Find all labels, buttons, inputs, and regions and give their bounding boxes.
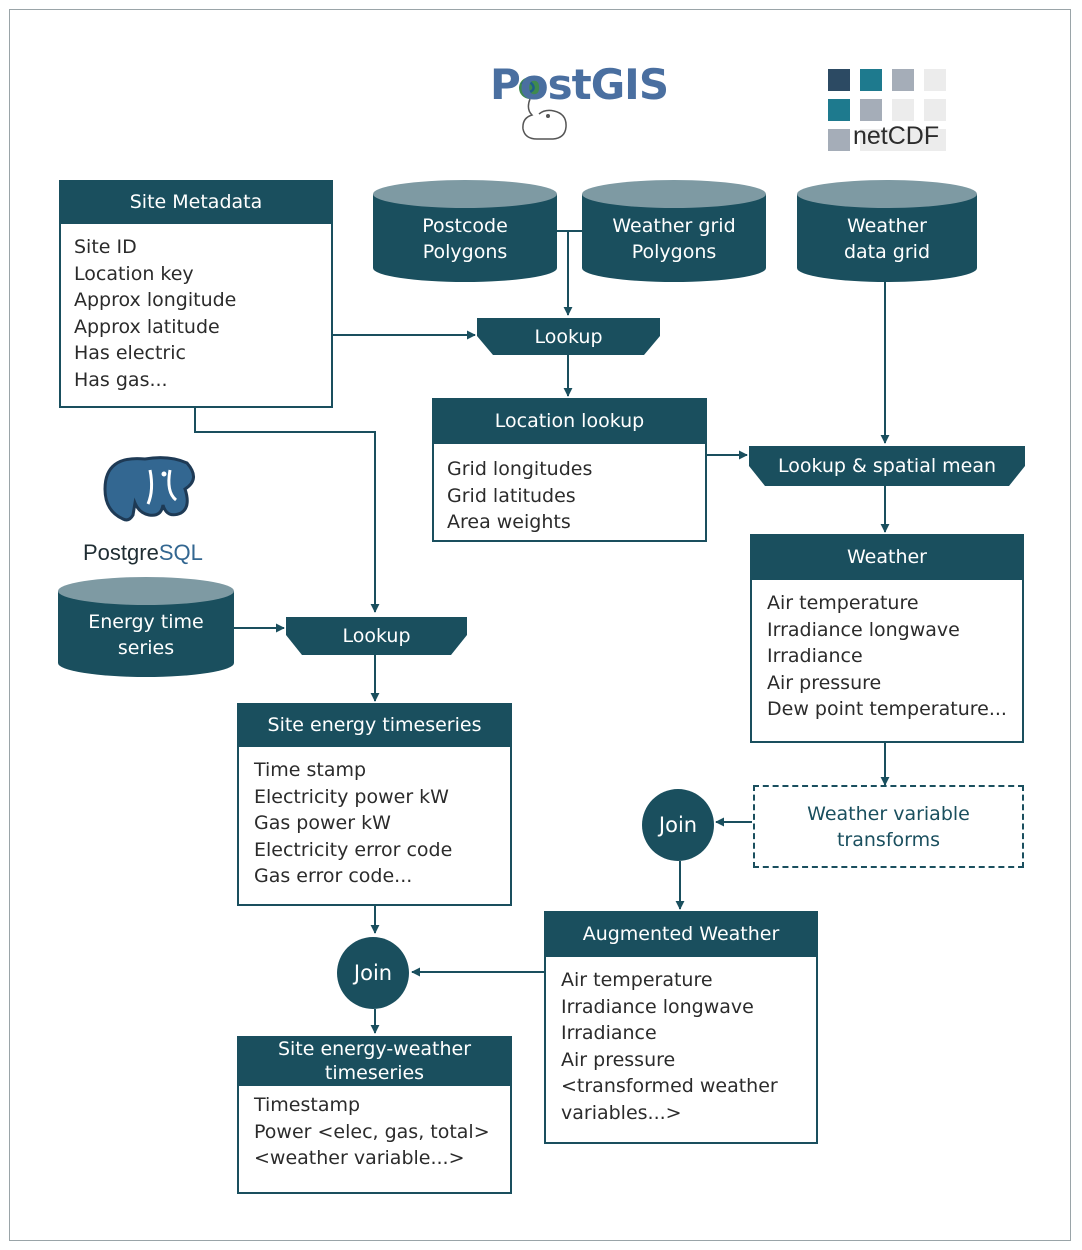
field-item: Irradiance — [561, 1022, 657, 1044]
postgresql-logo-text: PostgreSQL — [83, 540, 203, 566]
field-item: Approx latitude — [74, 315, 220, 338]
weather-title: Weather — [752, 536, 1022, 580]
site-energy-weather-table: Site energy-weather timeseries Timestamp… — [237, 1036, 512, 1194]
metadata-to-energy-lookup-arrow — [194, 407, 380, 613]
location-lookup-fields: Grid longitudes Grid latitudes Area weig… — [434, 444, 705, 536]
postgresql-logo-prefix: Postgre — [83, 540, 159, 565]
field-item: Site ID — [74, 236, 137, 258]
field-item: variables...> — [561, 1101, 682, 1124]
field-item: Electricity power kW — [254, 785, 449, 808]
netcdf-logo-text: netCDF — [853, 122, 940, 150]
postcode-polygons-label: Postcode Polygons — [422, 215, 508, 263]
field-item: <transformed weather — [561, 1075, 778, 1097]
site-metadata-title: Site Metadata — [61, 182, 331, 224]
join-final-label: Join — [353, 961, 393, 985]
postgis-elephant-logo — [519, 77, 567, 140]
postgresql-logo-suffix: SQL — [158, 540, 203, 565]
field-item: Area weights — [447, 511, 571, 533]
field-item: Air temperature — [767, 592, 919, 614]
field-item: Approx longitude — [74, 289, 237, 311]
energy-time-series-cylinder — [58, 577, 234, 677]
augmented-weather-fields: Air temperature Irradiance longwave Irra… — [546, 957, 816, 1126]
postgresql-elephant-logo — [103, 456, 195, 522]
field-item: Gas error code... — [254, 865, 413, 887]
field-item: Grid latitudes — [447, 484, 576, 507]
weather-grid-polygons-cylinder — [582, 180, 766, 282]
site-energy-weather-title: Site energy-weather timeseries — [239, 1038, 510, 1086]
weather-data-grid-label: Weather data grid — [843, 215, 931, 263]
join-final-circle — [337, 937, 409, 1009]
site-energy-title: Site energy timeseries — [239, 705, 510, 747]
weather-grid-polygons-label: Weather grid Polygons — [612, 215, 736, 263]
site-metadata-fields: Site ID Location key Approx longitude Ap… — [61, 224, 331, 393]
postgis-logo-text: PostGIS — [490, 60, 669, 109]
weather-fields: Air temperature Irradiance longwave Irra… — [752, 580, 1022, 723]
field-item: Location key — [74, 262, 194, 285]
join-weather-circle — [642, 789, 714, 861]
augmented-weather-title: Augmented Weather — [546, 913, 816, 957]
weather-table: Weather Air temperature Irradiance longw… — [750, 534, 1024, 743]
field-item: Timestamp — [254, 1094, 361, 1116]
lookup-energy-label: Lookup — [342, 625, 411, 647]
field-item: Irradiance longwave — [767, 618, 960, 641]
field-item: Irradiance longwave — [561, 995, 754, 1018]
netcdf-grid-logo — [828, 69, 946, 151]
field-item: Time stamp — [254, 759, 367, 781]
field-item: Has gas... — [74, 368, 168, 391]
join-weather-label: Join — [658, 813, 698, 837]
field-item: Air pressure — [561, 1048, 676, 1071]
field-item: Electricity error code — [254, 838, 453, 861]
field-item: Air pressure — [767, 671, 882, 694]
field-item: Air temperature — [561, 969, 713, 991]
field-item: Gas power kW — [254, 812, 391, 834]
site-energy-weather-fields: Timestamp Power <elec, gas, total> <weat… — [239, 1086, 510, 1172]
lookup-spatial-mean-shape — [749, 446, 1025, 486]
field-item: Grid longitudes — [447, 458, 593, 480]
lookup-top-label: Lookup — [534, 325, 603, 348]
site-energy-fields: Time stamp Electricity power kW Gas powe… — [239, 747, 510, 890]
field-item: <weather variable...> — [254, 1147, 465, 1169]
field-item: Has electric — [74, 342, 186, 364]
field-item: Irradiance — [767, 645, 863, 667]
field-item: Power <elec, gas, total> — [254, 1120, 490, 1143]
site-energy-table: Site energy timeseries Time stamp Electr… — [237, 703, 512, 906]
lookup-energy-shape — [286, 617, 467, 655]
site-metadata-table: Site Metadata Site ID Location key Appro… — [59, 180, 333, 408]
energy-time-series-label: Energy time series — [88, 611, 204, 659]
augmented-weather-table: Augmented Weather Air temperature Irradi… — [544, 911, 818, 1144]
diagram-frame — [9, 9, 1071, 1241]
lookup-top-shape — [477, 318, 660, 355]
field-item: Dew point temperature... — [767, 698, 1007, 720]
postcode-polygons-cylinder — [373, 180, 557, 282]
weather-data-grid-cylinder — [797, 180, 977, 282]
location-lookup-title: Location lookup — [434, 400, 705, 444]
lookup-spatial-mean-label: Lookup & spatial mean — [777, 455, 997, 477]
location-lookup-table: Location lookup Grid longitudes Grid lat… — [432, 398, 707, 542]
weather-transforms-box: Weather variable transforms — [753, 785, 1024, 868]
